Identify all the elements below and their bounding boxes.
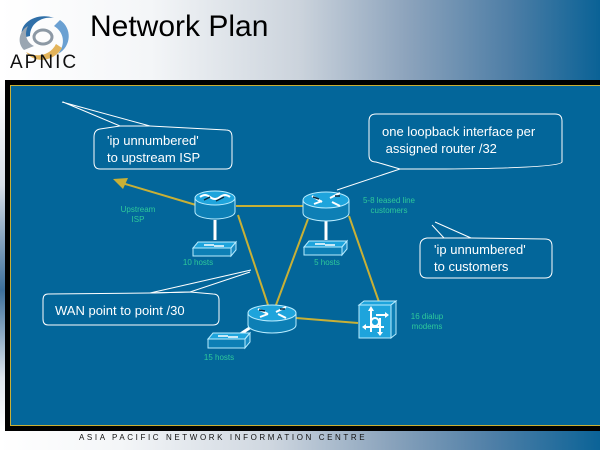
- logo-text: APNIC: [10, 52, 79, 73]
- switch-left-label: 10 hosts: [182, 258, 214, 267]
- switch-left-icon: [191, 240, 238, 258]
- callout-upstream-bubble: [93, 125, 233, 170]
- switch-right-label: 5 hosts: [314, 258, 340, 267]
- footer-text: ASIA PACIFIC NETWORK INFORMATION CENTRE: [79, 433, 368, 442]
- router-right-icon: [302, 191, 350, 222]
- upstream-arrow-icon: [113, 178, 128, 189]
- link-router-right-access-server: [348, 215, 380, 303]
- link-router-right-router-bottom: [275, 218, 309, 306]
- callout-customers-tail: [431, 221, 472, 239]
- switch-bottom-label: 15 hosts: [203, 353, 235, 362]
- callout-customers-bubble: [419, 237, 553, 279]
- callout-loopback-tail: [336, 168, 445, 191]
- callout-loopback-bubble: [368, 113, 563, 170]
- callout-wan-tail: [149, 269, 252, 294]
- callout-wan-text: WAN point to point /30: [55, 303, 185, 318]
- link-router-bottom-access-server: [295, 317, 359, 324]
- link-router-left-router-bottom: [237, 214, 269, 306]
- access-server-icon: [357, 299, 398, 340]
- slide-header: [0, 0, 600, 80]
- router-left-icon: [194, 190, 236, 220]
- callout-upstream-tail: [61, 101, 151, 127]
- callout-wan-bubble: [42, 291, 220, 326]
- slide-footer: [0, 431, 600, 450]
- router-bottom-icon: [247, 304, 297, 334]
- callout-loopback-text: one loopback interface per assigned rout…: [382, 124, 536, 156]
- callout-customers-text: 'ip unnumbered' to customers: [434, 242, 526, 274]
- apnic-logo-icon: [19, 16, 69, 60]
- page-title: Network Plan: [90, 10, 269, 43]
- callout-upstream-text: 'ip unnumbered' to upstream ISP: [107, 133, 201, 165]
- side-gradient: [0, 80, 6, 430]
- link-router-left-upstream: [121, 182, 197, 206]
- switch-bottom-icon: [206, 331, 252, 350]
- switch-right-icon: [302, 239, 349, 257]
